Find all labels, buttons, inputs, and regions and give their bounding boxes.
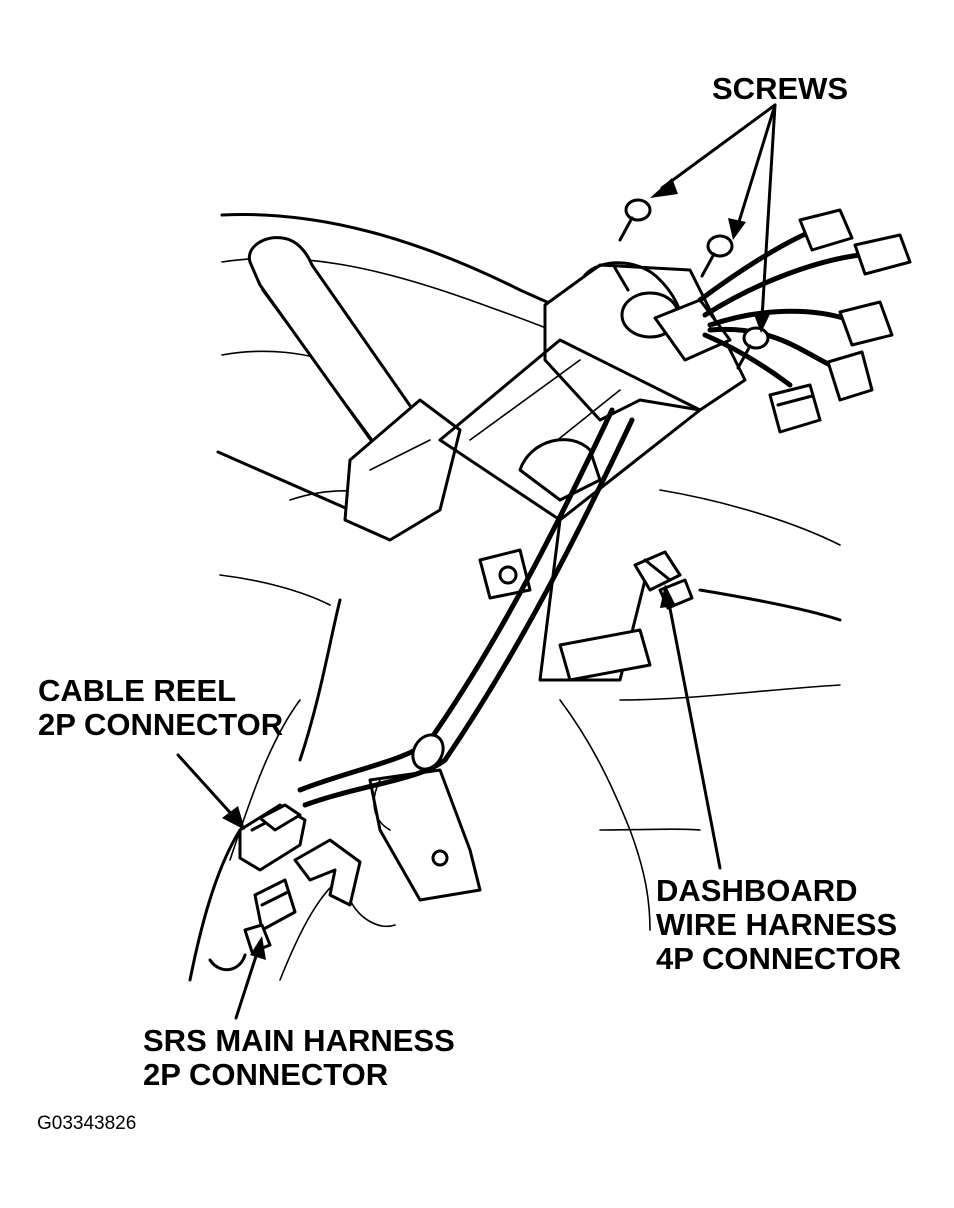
dashboard-harness-label: DASHBOARD WIRE HARNESS 4P CONNECTOR	[656, 874, 901, 976]
screws-leader-arrows	[650, 103, 777, 333]
figure-id: G03343826	[37, 1113, 137, 1134]
srs-label-line1: SRS MAIN HARNESS	[143, 1023, 455, 1058]
dashboard-leader-arrow	[660, 584, 722, 870]
cable-reel-leader-arrow	[176, 753, 245, 830]
cable-reel-label: CABLE REEL 2P CONNECTOR	[38, 674, 283, 742]
cable-reel-label-line2: 2P CONNECTOR	[38, 707, 284, 742]
screws-label: SCREWS	[712, 72, 848, 106]
srs-harness-label: SRS MAIN HARNESS 2P CONNECTOR	[143, 1024, 455, 1092]
combination-switch-lever	[247, 236, 462, 542]
srs-leader-arrow	[234, 936, 266, 1020]
connector-bracket	[293, 838, 362, 907]
srs-label-line2: 2P CONNECTOR	[143, 1057, 389, 1092]
cable-reel-label-line1: CABLE REEL	[38, 673, 237, 708]
srs-main-harness-2p-connector	[243, 878, 297, 954]
cable-reel-harness	[297, 407, 635, 808]
dashboard-label-line2: WIRE HARNESS	[656, 907, 898, 942]
screw-3	[736, 326, 770, 370]
cable-reel-2p-connector	[238, 803, 307, 872]
dashboard-label-line1: DASHBOARD	[656, 873, 858, 908]
screws-label-text: SCREWS	[712, 71, 849, 106]
screw-2	[700, 234, 734, 278]
screw-1	[618, 198, 652, 242]
dashboard-label-line3: 4P CONNECTOR	[656, 941, 902, 976]
harness-connectors-upper	[697, 208, 912, 434]
steering-column	[368, 261, 747, 902]
